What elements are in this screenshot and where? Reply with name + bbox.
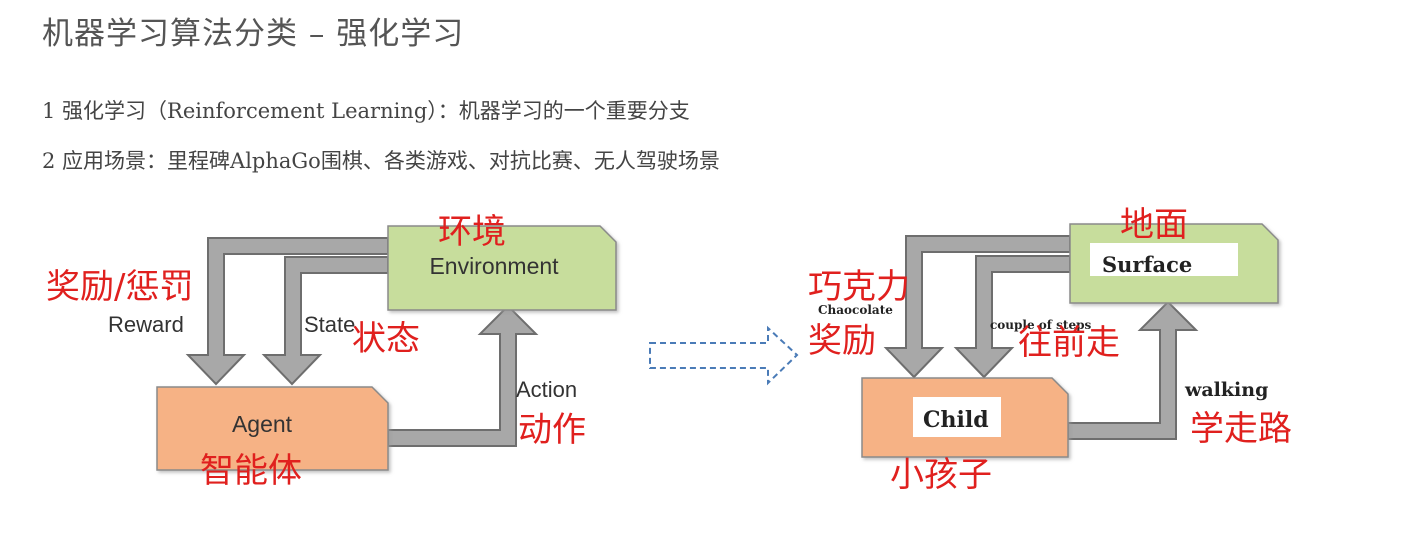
steps-label: couple of steps	[990, 318, 1091, 332]
reward-label: Reward	[108, 312, 184, 337]
cn-reward-annotation: 奖励/惩罚	[46, 267, 193, 307]
cn-environment-annotation: 环境	[438, 212, 506, 252]
walking-arrow	[1067, 300, 1199, 440]
agent-box	[156, 386, 389, 471]
right-diagram: Surface Child Chaocolate couple of steps…	[808, 205, 1292, 495]
chocolate-arrow	[883, 235, 1071, 379]
environment-box	[387, 225, 617, 311]
cn-chocolate-annotation: 巧克力	[808, 267, 910, 307]
action-arrow	[387, 304, 539, 447]
cn-child-annotation: 小孩子	[890, 455, 992, 495]
reward-arrow	[185, 237, 389, 386]
walking-label: walking	[1184, 379, 1268, 401]
cn-reward-annotation-right: 奖励	[808, 321, 876, 361]
action-label: Action	[516, 377, 577, 402]
point-1: 1 强化学习（Reinforcement Learning）：机器学习的一个重要…	[42, 99, 690, 123]
transition-arrow	[649, 325, 799, 386]
chocolate-label: Chaocolate	[818, 303, 893, 317]
child-label: Child	[923, 407, 989, 433]
cn-steps-annotation: 往前走	[1018, 323, 1120, 363]
environment-label: Environment	[429, 253, 559, 279]
state-arrow	[261, 256, 389, 386]
cn-action-annotation: 动作	[518, 410, 586, 450]
child-label-bg	[913, 397, 1001, 437]
steps-arrow	[953, 255, 1071, 379]
point-2: 2 应用场景：里程碑AlphaGo围棋、各类游戏、对抗比赛、无人驾驶场景	[42, 149, 720, 173]
agent-label: Agent	[232, 411, 293, 437]
page-title: 机器学习算法分类 – 强化学习	[42, 16, 465, 52]
state-label: State	[304, 312, 355, 337]
cn-surface-annotation: 地面	[1120, 205, 1188, 245]
cn-agent-annotation: 智能体	[200, 451, 302, 491]
surface-label-bg	[1090, 243, 1238, 276]
cn-state-annotation: 状态	[352, 319, 420, 359]
left-diagram: Environment Agent Reward State Action 环境…	[46, 212, 617, 491]
cn-walking-annotation: 学走路	[1190, 409, 1292, 449]
surface-label: Surface	[1102, 252, 1192, 277]
